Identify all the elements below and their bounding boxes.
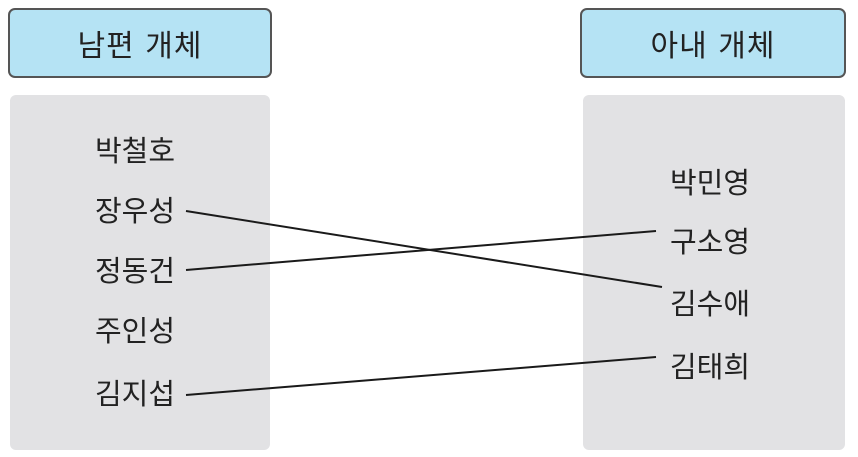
wife-name-item: 김태희	[670, 350, 751, 384]
husband-name-item: 정동건	[95, 254, 176, 288]
husband-name-item: 박철호	[95, 134, 176, 168]
wife-name-item: 김수애	[670, 287, 751, 321]
wife-name-item: 구소영	[670, 225, 751, 259]
wife-set-panel	[583, 95, 845, 450]
wife-name-item: 박민영	[670, 166, 751, 200]
husband-name-item: 김지섭	[95, 377, 176, 411]
mapping-line	[185, 230, 657, 271]
wife-set-title: 아내 개체	[650, 29, 776, 64]
husband-set-title: 남편 개체	[77, 29, 203, 64]
husband-name-item: 장우성	[95, 194, 176, 228]
husband-name-item: 주인성	[95, 314, 176, 348]
husband-set-header: 남편 개체	[8, 8, 272, 78]
mapping-line	[185, 210, 663, 288]
wife-set-header: 아내 개체	[580, 8, 846, 78]
mapping-line	[185, 356, 657, 396]
